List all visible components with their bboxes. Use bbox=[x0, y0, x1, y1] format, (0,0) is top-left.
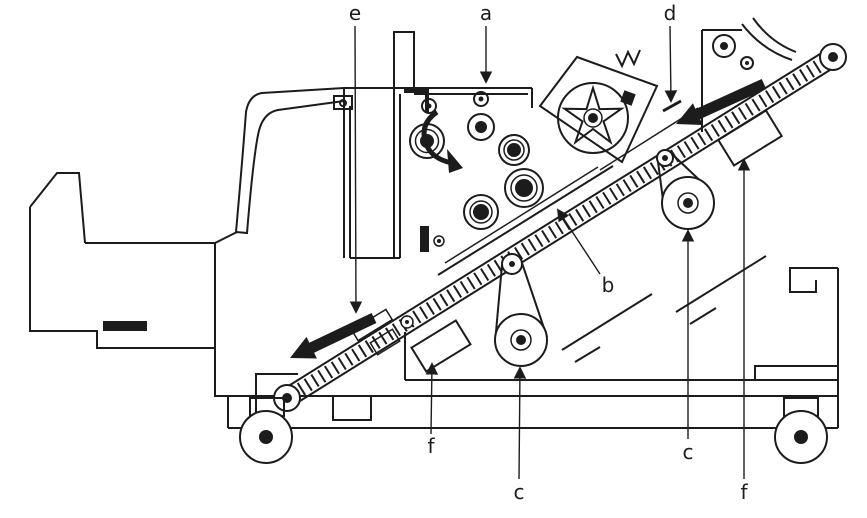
guide-plate-upper-outer bbox=[437, 165, 614, 276]
pivot-roller-hub bbox=[437, 239, 441, 243]
sensor-flag-lever bbox=[447, 149, 463, 173]
guide-plate-upper-inner bbox=[444, 166, 599, 264]
right-transport-roller-hub bbox=[683, 198, 693, 208]
paper-entry-arrow-icon bbox=[676, 79, 767, 125]
sensor-box-left bbox=[410, 319, 472, 373]
left-output-tray-outline bbox=[29, 172, 238, 397]
base-panel-lines bbox=[561, 255, 767, 363]
upper-duct bbox=[393, 31, 415, 89]
feed-roller-3 bbox=[498, 134, 530, 166]
registration-roller-cluster bbox=[409, 91, 544, 230]
drive-block bbox=[620, 90, 636, 106]
right-base-step bbox=[754, 365, 838, 380]
exit-roller-bracket bbox=[255, 373, 298, 420]
cam-wheel bbox=[557, 82, 629, 154]
tension-spring bbox=[615, 49, 641, 69]
cam-hub bbox=[588, 113, 598, 123]
pinch-roller-2 bbox=[473, 91, 489, 107]
leader-line-e bbox=[349, 25, 363, 314]
hinge-bracket bbox=[333, 95, 353, 110]
entry-nip-guide bbox=[662, 99, 682, 113]
feed-roller-5-hub bbox=[473, 204, 489, 220]
conveyor-belt-hatching bbox=[283, 51, 837, 404]
feed-roller-2 bbox=[467, 113, 495, 141]
callout-label-e: e bbox=[349, 1, 361, 25]
lower-belt-pulley-small-hub bbox=[509, 261, 515, 267]
solenoid-bar bbox=[420, 226, 429, 252]
feed-roller-4-ring bbox=[510, 174, 538, 202]
entry-pinch-roller bbox=[740, 56, 754, 70]
tray-base-pad bbox=[103, 321, 147, 331]
entry-curve-guide-outer bbox=[741, 23, 793, 61]
right-belt-pulley-hub bbox=[662, 155, 668, 161]
conveyor-end-roller-upper-hub bbox=[828, 52, 838, 62]
actuator-levers bbox=[404, 89, 463, 252]
feed-roller-2-hub bbox=[475, 121, 487, 133]
center-foot bbox=[332, 395, 372, 421]
entry-curve-guide-inner bbox=[752, 17, 797, 53]
callout-label-f-left: f bbox=[427, 434, 435, 458]
upper-exit-guide-beak bbox=[234, 86, 345, 235]
belt-idler-hub bbox=[405, 320, 409, 324]
drive-mount-plate bbox=[538, 55, 659, 164]
callout-label-d: d bbox=[664, 1, 677, 25]
callout-labels: e a d b f c c f bbox=[349, 1, 749, 504]
transport-conveyor bbox=[255, 43, 847, 420]
sensor-box-right bbox=[716, 109, 784, 167]
belt-guide-plate bbox=[369, 328, 401, 356]
right-transport-roller-ring bbox=[677, 192, 699, 214]
lever-bracket bbox=[404, 89, 429, 112]
entry-roller-hub bbox=[720, 42, 728, 50]
lower-transport-roller-ring bbox=[510, 329, 532, 351]
callout-label-c-left: c bbox=[514, 480, 525, 504]
caster-hub-left bbox=[259, 430, 273, 444]
drive-unit bbox=[538, 49, 659, 164]
feed-roller-5 bbox=[463, 194, 499, 230]
feed-roller-1-ring bbox=[414, 128, 440, 154]
lower-transport-roller-hub bbox=[516, 335, 526, 345]
lower-pulley-belt-assembly bbox=[494, 253, 548, 367]
paper-exit-arrow-icon bbox=[290, 313, 377, 359]
callout-label-f-right: f bbox=[740, 480, 748, 504]
leader-line-d bbox=[664, 25, 678, 103]
cam-hub-ring bbox=[583, 108, 603, 128]
callout-label-c-right: c bbox=[683, 440, 694, 464]
feed-roller-3-ring bbox=[503, 139, 525, 161]
callout-label-b: b bbox=[602, 273, 615, 297]
casters bbox=[239, 397, 828, 464]
entry-roller bbox=[712, 34, 736, 58]
leader-line-c-left bbox=[513, 366, 527, 480]
feed-roller-4-hub bbox=[515, 179, 533, 197]
paper-direction-arrows bbox=[290, 79, 767, 359]
pinch-roller-2-hub bbox=[478, 96, 484, 102]
sensor-boxes bbox=[410, 109, 784, 373]
feed-roller-3-hub bbox=[507, 143, 521, 157]
caster-hub-right bbox=[794, 430, 808, 444]
feed-roller-4 bbox=[504, 168, 544, 208]
right-side-bracket bbox=[789, 267, 838, 293]
feed-roller-5-ring bbox=[469, 200, 493, 224]
cam-star-gear bbox=[561, 84, 625, 146]
pivot-roller bbox=[433, 235, 445, 247]
callout-leader-lines bbox=[349, 25, 751, 480]
leader-line-f-left bbox=[425, 362, 439, 435]
hinge-screw bbox=[339, 99, 347, 107]
callout-label-a: a bbox=[480, 1, 492, 25]
leader-line-b bbox=[556, 208, 601, 275]
entry-pinch-roller-hub bbox=[745, 61, 749, 65]
right-transport-roller-assembly bbox=[656, 149, 715, 230]
curved-lever bbox=[421, 109, 453, 166]
machine-body bbox=[29, 29, 839, 429]
conveyor-rail-upper bbox=[281, 48, 829, 391]
top-entry-guides bbox=[712, 17, 797, 70]
